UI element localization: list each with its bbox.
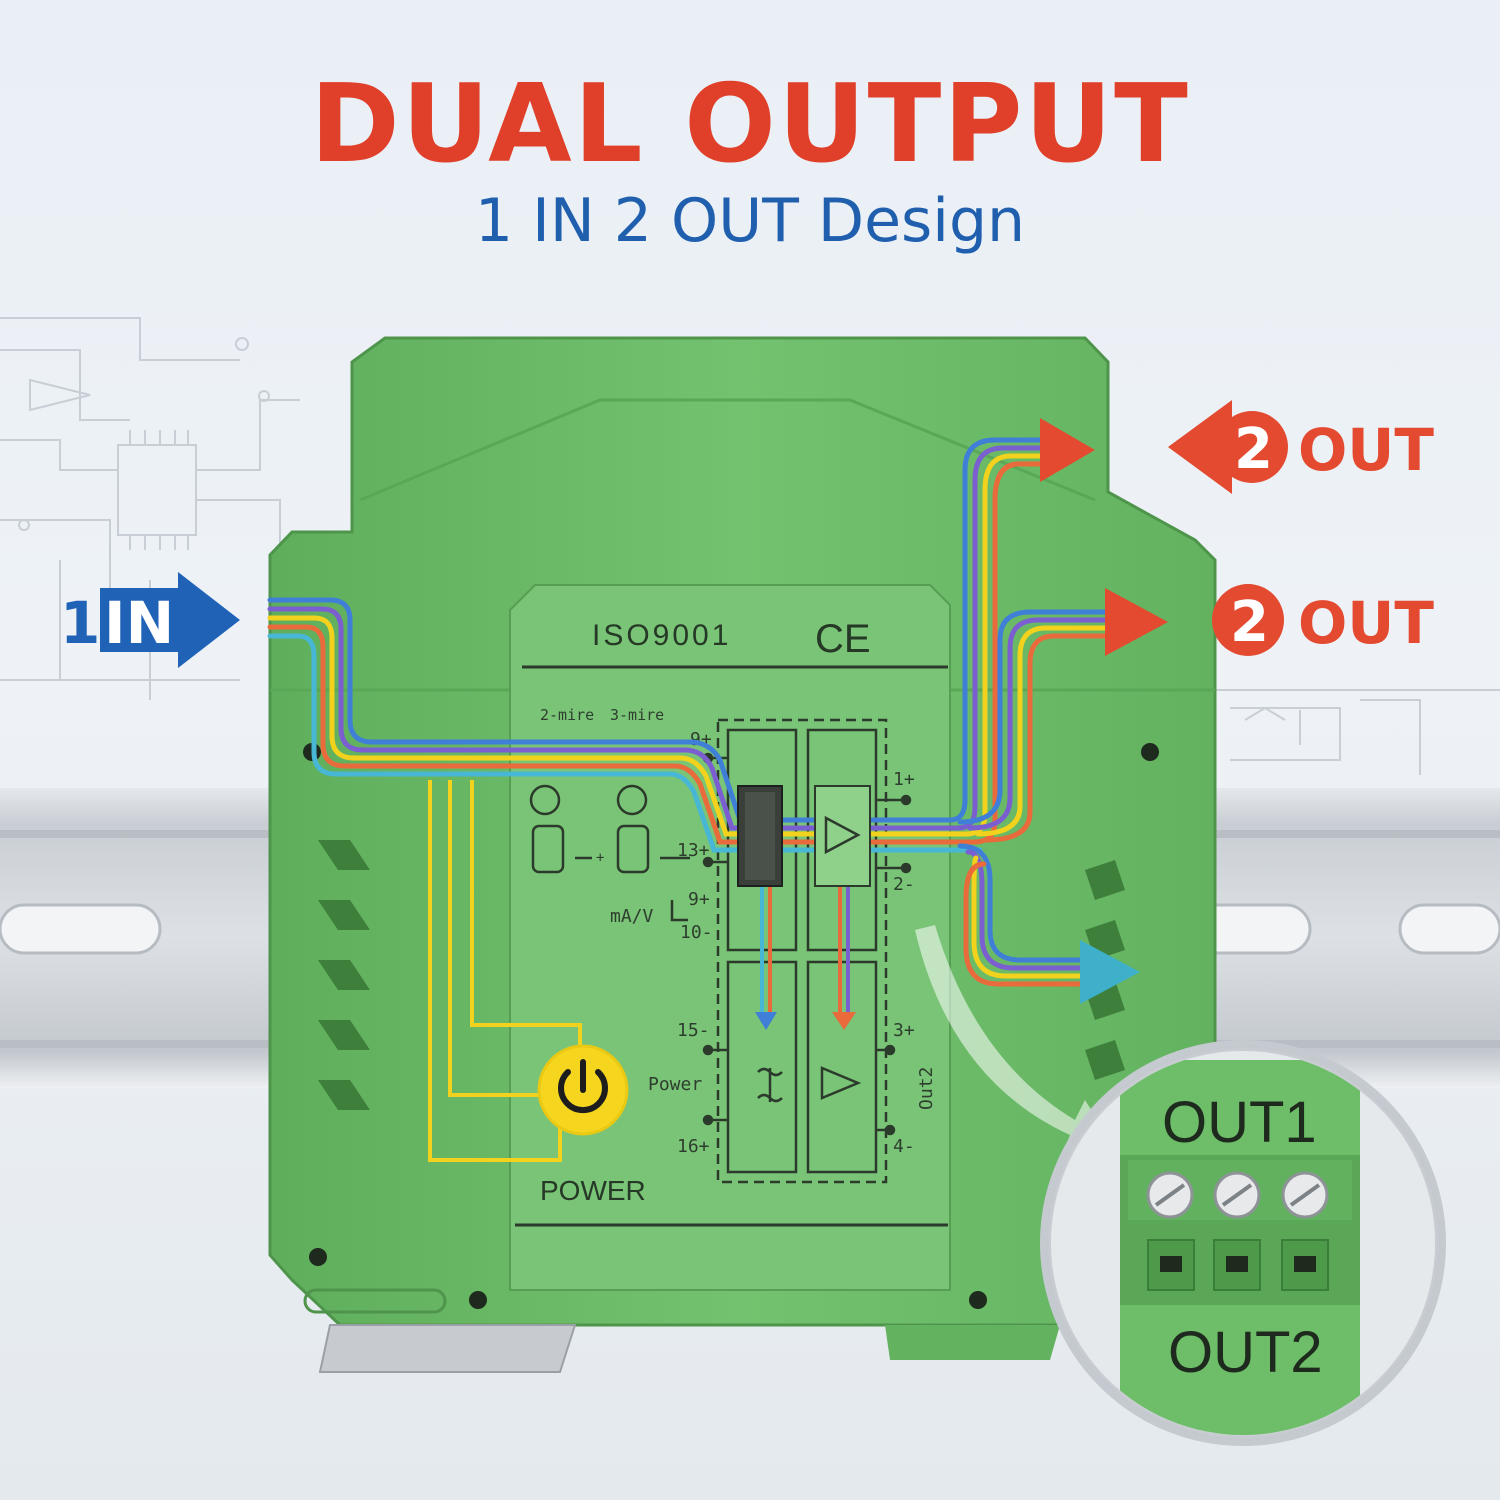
output-2-number: 2 xyxy=(1230,590,1269,655)
terminal-15: 15- xyxy=(677,1020,710,1041)
terminal-13: 13+ xyxy=(677,840,710,861)
power-label: POWER xyxy=(540,1175,646,1206)
input-number: 1 xyxy=(60,589,100,657)
power-icon xyxy=(537,1044,629,1136)
terminal-zoom-circle: OUT1 OUT2 xyxy=(1040,1040,1446,1446)
output-label-2: 2 OUT xyxy=(1212,584,1434,657)
circuit-background-right xyxy=(1215,689,1500,775)
ce-mark: CE xyxy=(815,617,871,661)
iso-cert-label: ISO9001 xyxy=(592,619,731,652)
isolator-block xyxy=(737,785,783,887)
output-1-number: 2 xyxy=(1234,417,1273,482)
terminal-plus: + xyxy=(596,850,604,866)
output-label-1: 2 OUT xyxy=(1168,400,1434,494)
amplifier-block xyxy=(814,785,871,887)
headline-title: DUAL OUTPUT xyxy=(310,62,1190,187)
terminal-16: 16+ xyxy=(677,1136,710,1157)
label-panel: ISO9001 CE 2-mire 3-mire 9+ 1+ 13+ + 2- … xyxy=(509,584,951,1291)
terminal-9b: 9+ xyxy=(688,889,710,910)
output-1-text: OUT xyxy=(1298,416,1434,484)
power-wires xyxy=(428,780,582,1162)
terminal-3p: 3+ xyxy=(893,1020,915,1041)
output-arrowheads xyxy=(755,418,1168,1030)
power-small-label: Power xyxy=(648,1074,702,1095)
ma-v-label: mA/V xyxy=(610,906,654,927)
headline-subtitle: 1 IN 2 OUT Design xyxy=(474,186,1026,256)
signal-bundle xyxy=(267,437,1113,1022)
circuit-background-left xyxy=(0,317,300,700)
terminal-1p: 1+ xyxy=(893,769,915,790)
terminal-2m: 2- xyxy=(893,874,915,895)
output-2-text: OUT xyxy=(1298,589,1434,657)
input-arrow xyxy=(100,572,240,668)
three-wire-label: 3-mire xyxy=(610,706,664,724)
zoom-out2-label: OUT2 xyxy=(1168,1320,1323,1385)
two-wire-label: 2-mire xyxy=(540,706,594,724)
zoom-out1-label: OUT1 xyxy=(1162,1090,1317,1155)
out2-vertical-label: Out2 xyxy=(916,1067,937,1110)
terminal-4m: 4- xyxy=(893,1136,915,1157)
input-text: IN xyxy=(104,589,174,657)
terminal-10: 10- xyxy=(680,922,713,943)
